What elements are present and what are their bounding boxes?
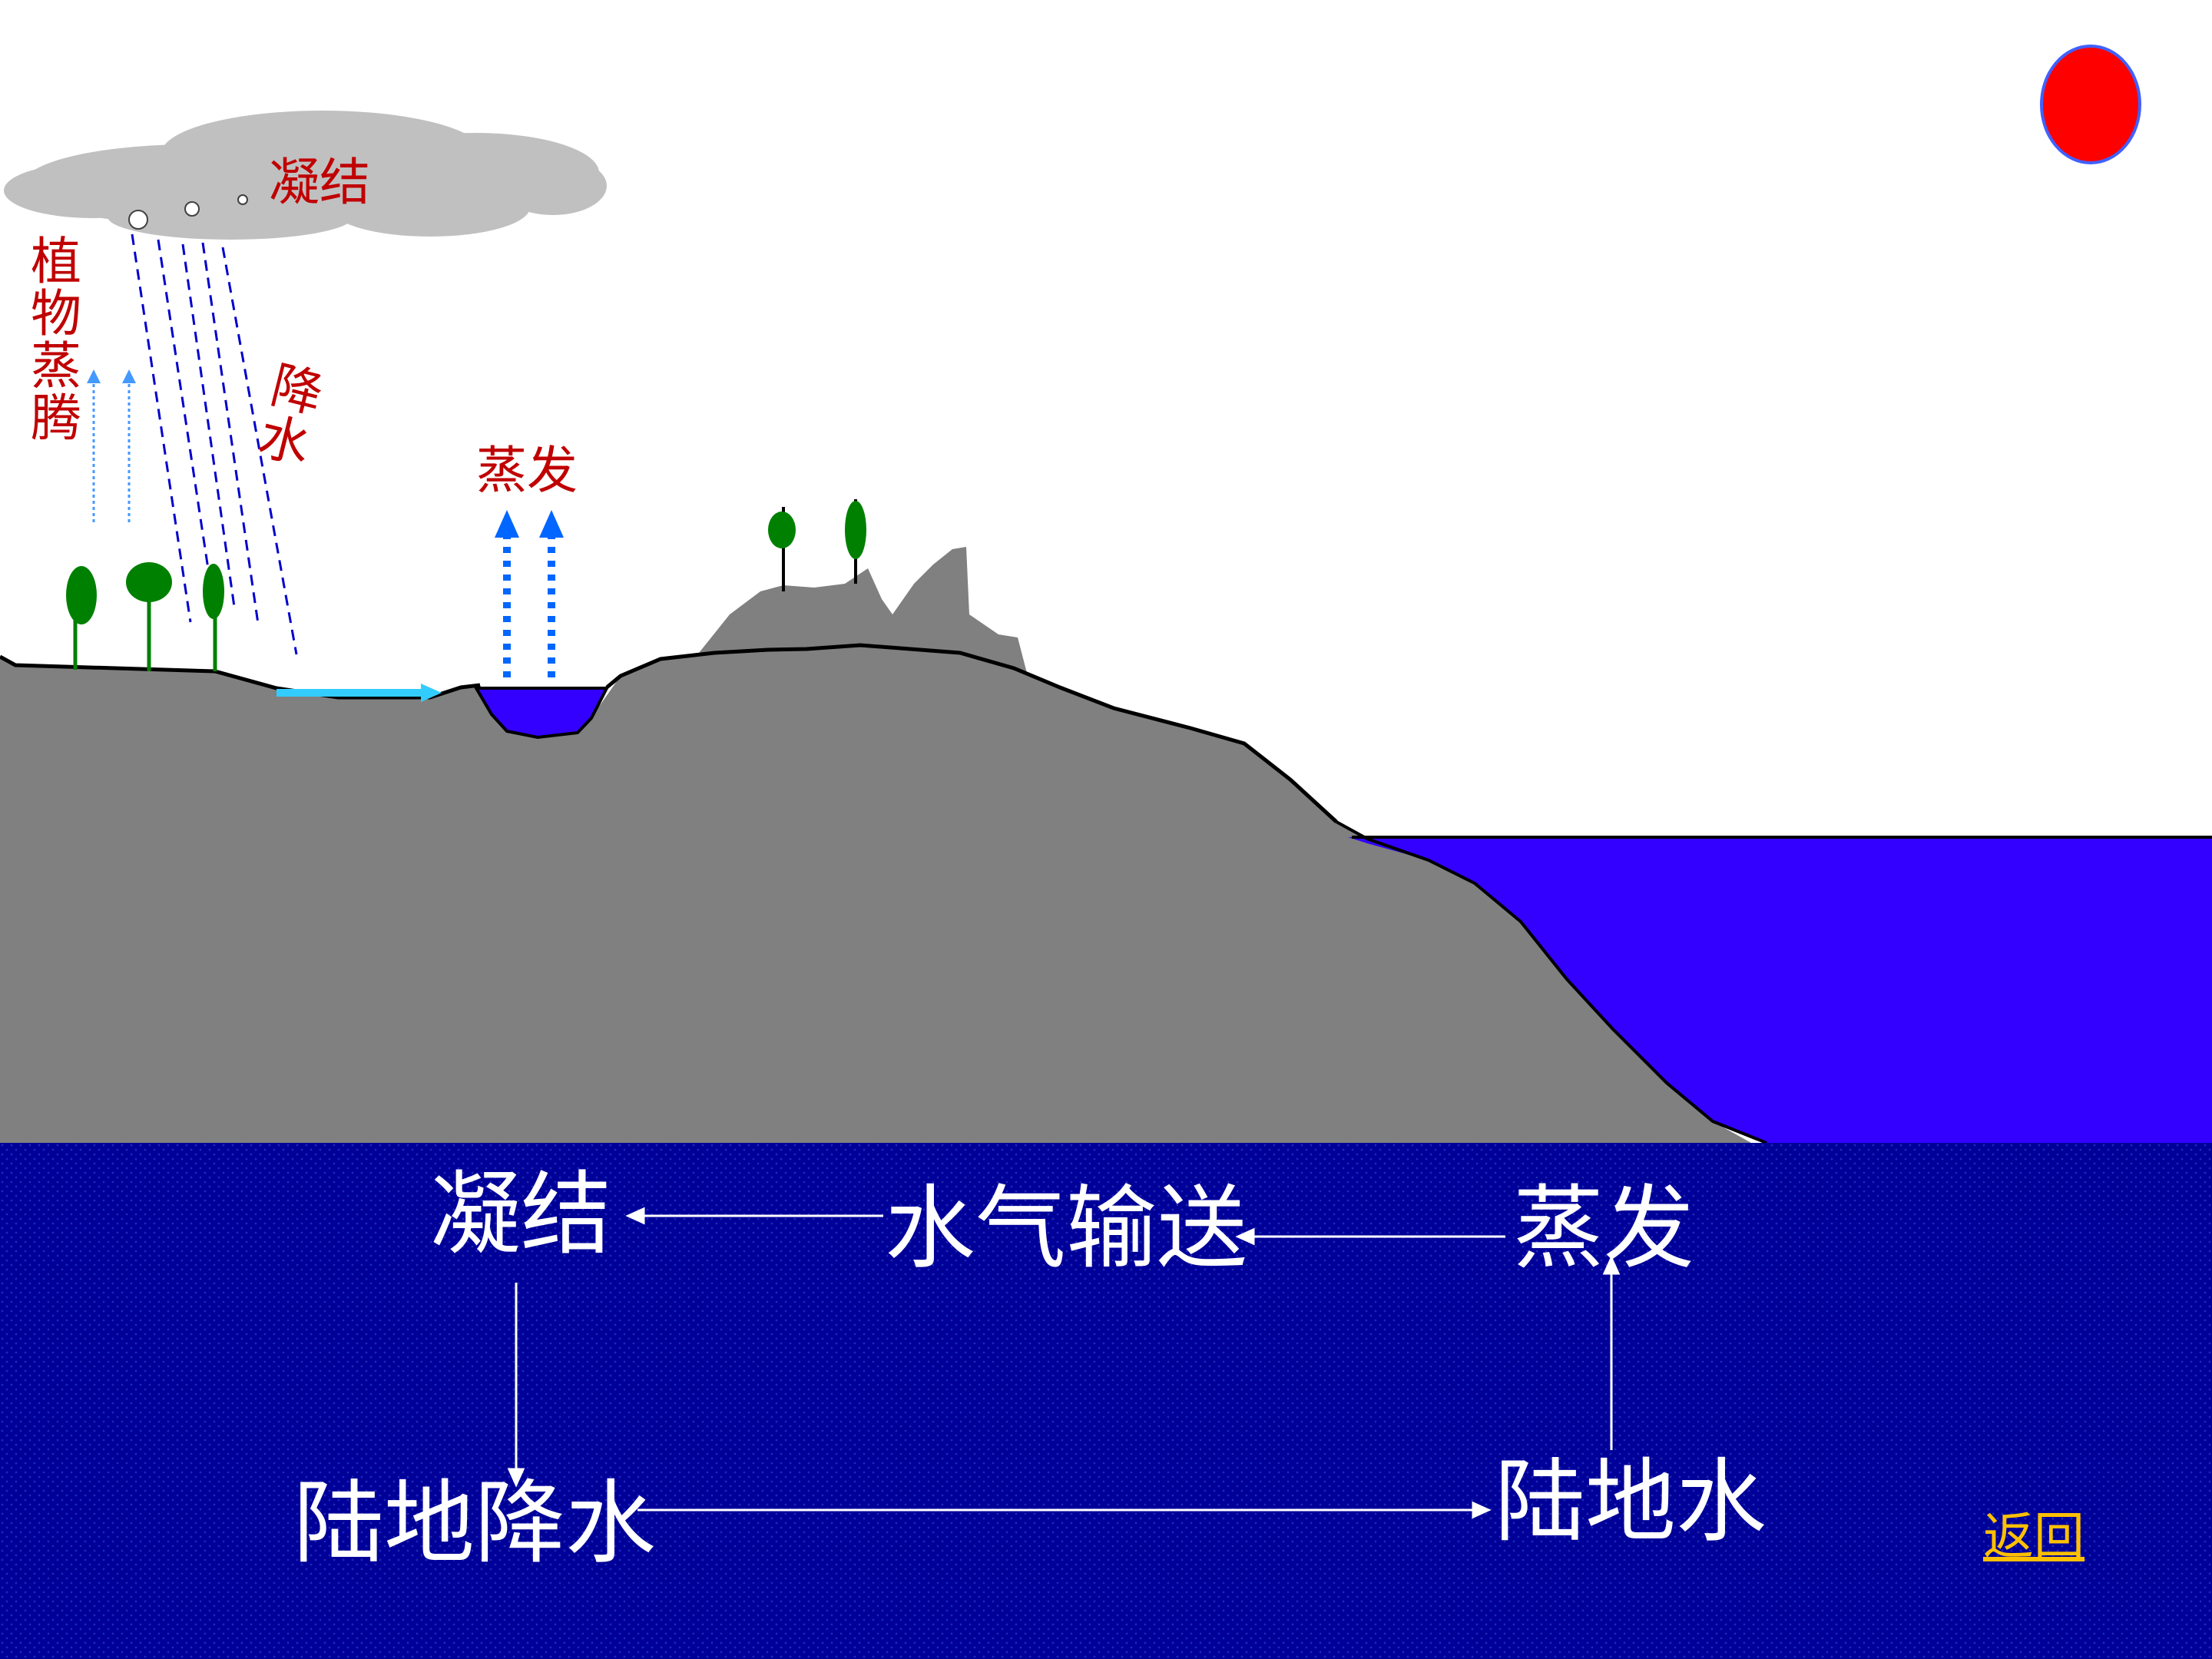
tree [203,564,224,671]
node-condensation: 凝结 [430,1161,612,1267]
label-transpiration: 植物蒸腾 [22,234,81,443]
runoff-arrowhead [421,684,442,702]
node-land-water: 陆地水 [1495,1449,1767,1555]
water-cycle-illustration [0,45,2212,1143]
node-vapor-transport: 水气输送 [885,1175,1248,1281]
cloud [4,111,607,240]
label-evaporation: 蒸发 [476,441,578,500]
tree [66,566,97,670]
rain-lines [131,233,298,655]
mountain [699,547,1028,676]
cloud-droplets [128,194,248,230]
tree [845,499,866,584]
label-condensation: 凝结 [269,153,370,212]
panel-background [0,1143,2212,1659]
return-link[interactable]: 返回 [1983,1507,2085,1566]
tree [126,562,172,671]
coast-line [1336,820,1767,1143]
node-evaporation: 蒸发 [1513,1175,1695,1281]
land-layer [0,645,1751,1143]
evaporation-arrows [495,510,564,677]
sun [2040,45,2141,164]
cycle-panel: 凝结 水气输送 蒸发 陆地降水 陆地水 返回 [0,1143,2212,1659]
node-land-precipitation: 陆地降水 [293,1470,657,1576]
cycle-arrows [507,1207,1621,1519]
lake [473,687,610,740]
tree [768,507,796,591]
sea [1348,837,2212,1143]
